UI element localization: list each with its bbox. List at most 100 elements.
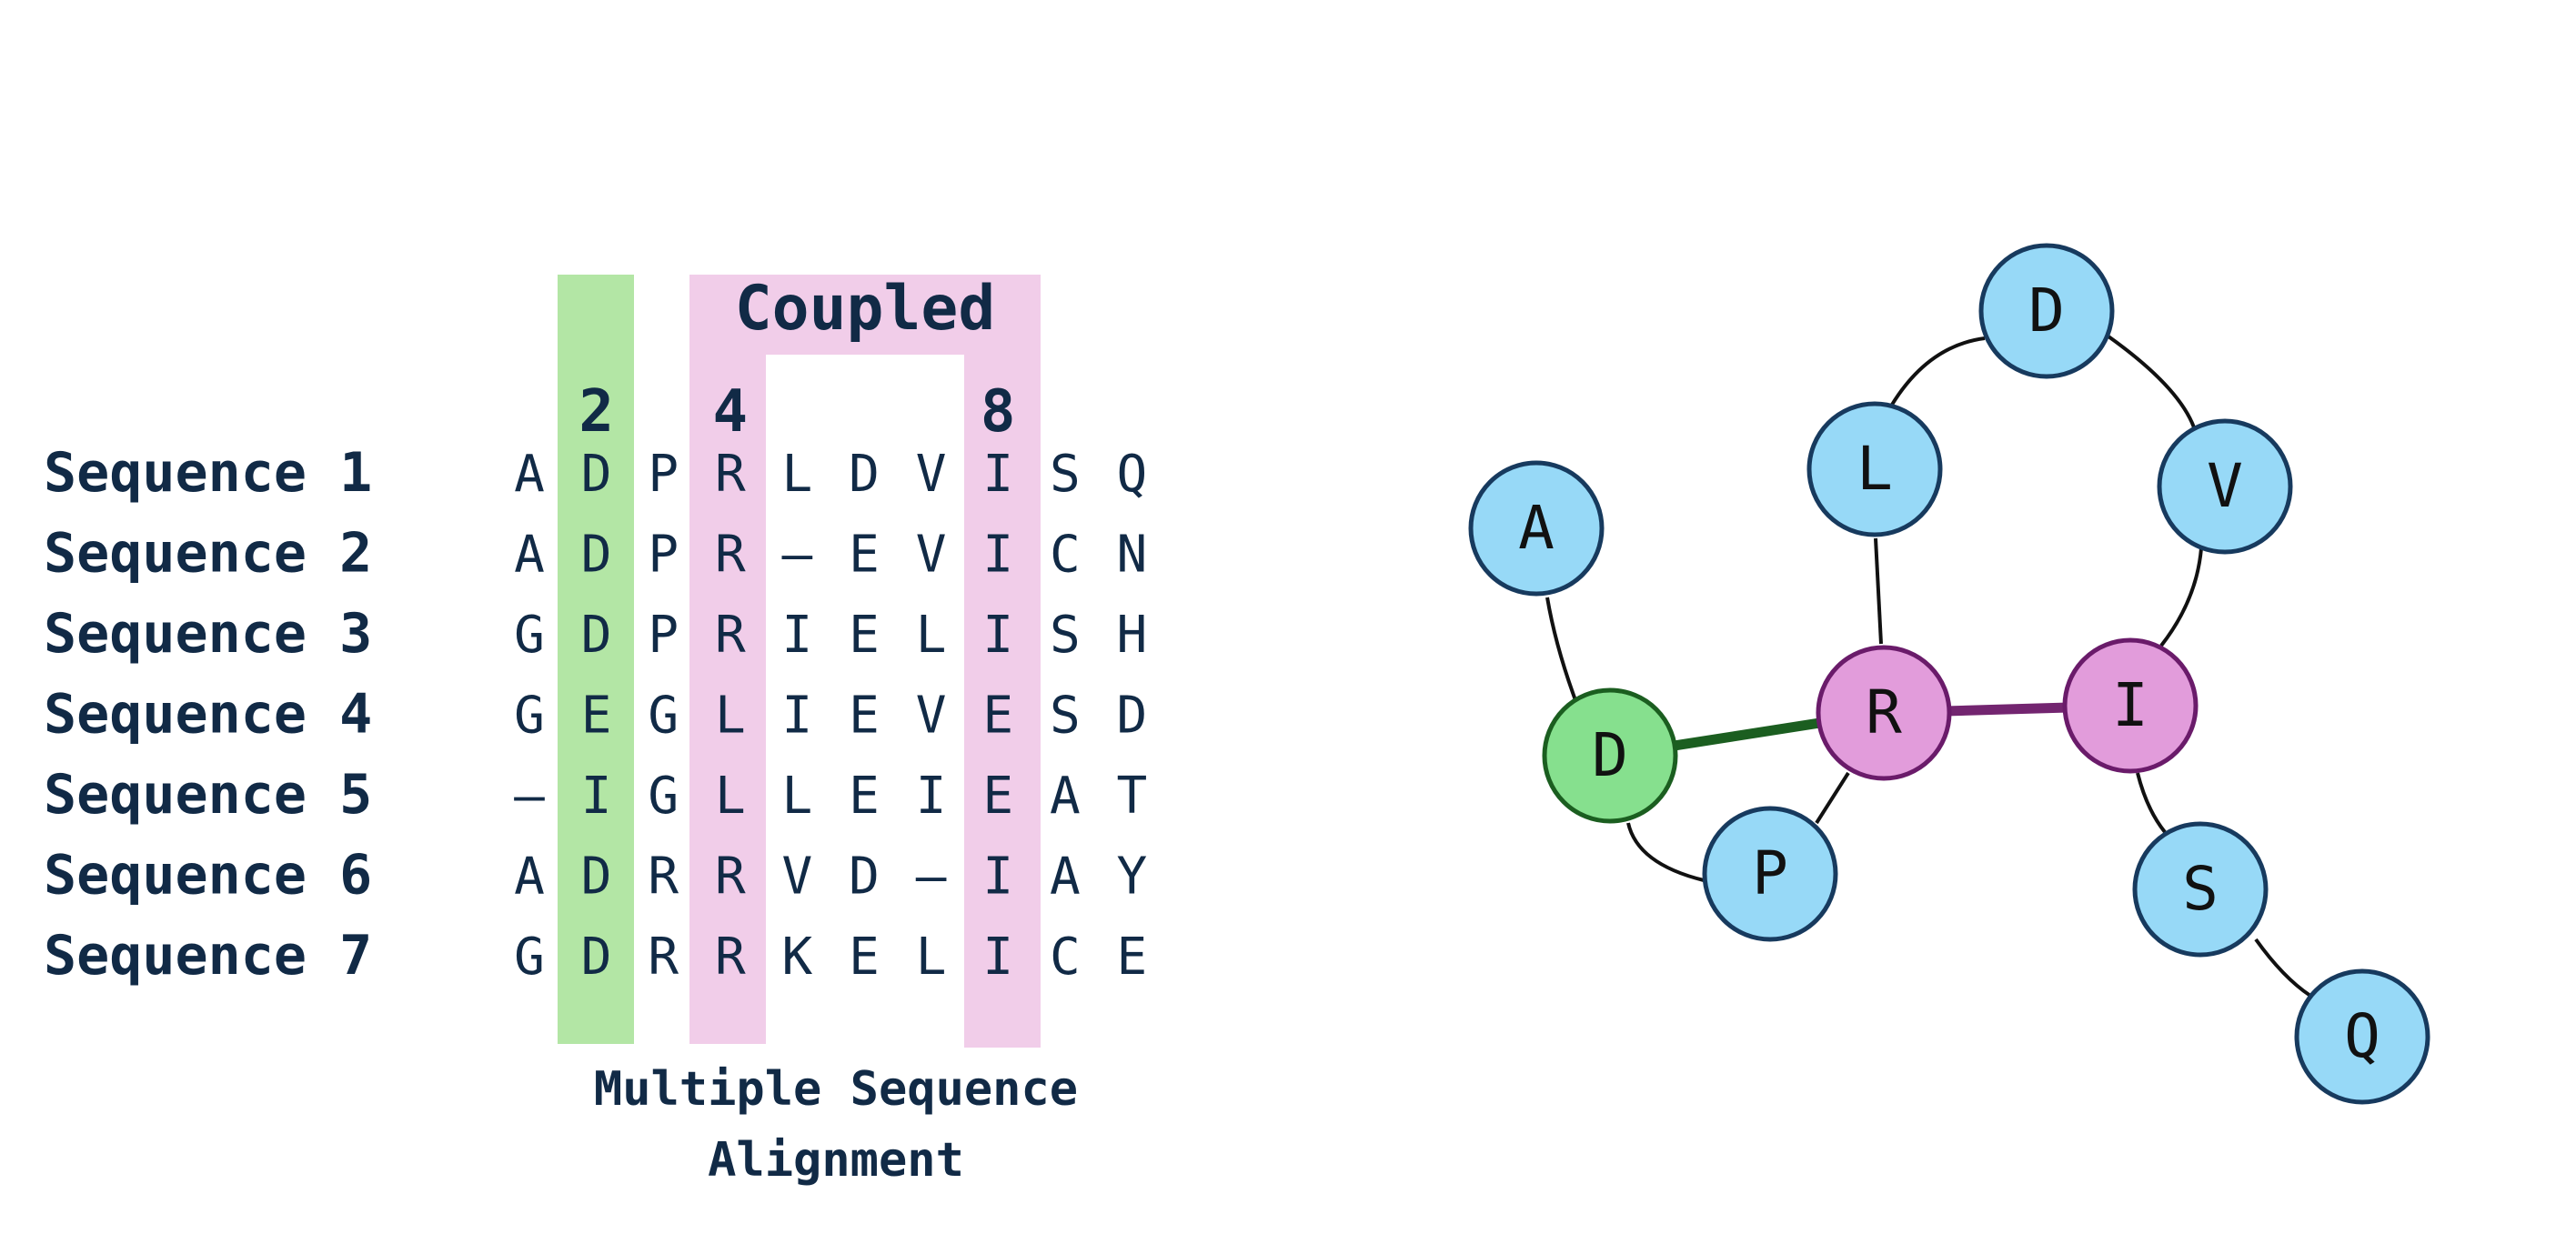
- residue-cell: D: [581, 848, 612, 907]
- residue-cell: G: [648, 767, 679, 826]
- residue-cell: E: [581, 687, 612, 746]
- residue-cell: –: [782, 526, 813, 585]
- residue-cell: G: [514, 687, 545, 746]
- residue-cell: P: [648, 526, 679, 585]
- residue-node-circle: [1978, 243, 2115, 379]
- sequence-label: Sequence 2: [44, 522, 372, 586]
- residue-cell: G: [514, 928, 545, 987]
- backbone-edge: [1626, 822, 1705, 882]
- residue-cell: A: [514, 526, 545, 585]
- residue-cell: I: [982, 848, 1013, 907]
- residue-node-r: R: [1816, 645, 1952, 781]
- residue-cell: E: [849, 767, 880, 826]
- sequence-label: Sequence 6: [44, 844, 372, 908]
- residue-node-d6: D: [1978, 243, 2115, 379]
- backbone-edge: [2159, 547, 2203, 647]
- residue-node-circle: [1806, 401, 1943, 537]
- backbone-edge: [1890, 336, 1986, 406]
- residue-cell: R: [715, 848, 746, 907]
- residue-node-label: Q: [2344, 1001, 2380, 1071]
- residue-cell: S: [1050, 445, 1081, 504]
- residue-cell: D: [581, 445, 612, 504]
- residue-cell: I: [782, 687, 813, 746]
- residue-cell: V: [916, 445, 947, 504]
- residue-cell: G: [514, 606, 545, 665]
- residue-node-circle: [1702, 806, 1838, 942]
- residue-node-p: P: [1702, 806, 1838, 942]
- residue-cell: S: [1050, 606, 1081, 665]
- residue-cell: L: [715, 687, 746, 746]
- residue-node-label: L: [1857, 434, 1893, 504]
- backbone-edge: [2107, 335, 2196, 428]
- residue-node-label: V: [2207, 451, 2243, 521]
- residue-node-d2: D: [1542, 687, 1678, 824]
- residue-cell: I: [581, 767, 612, 826]
- residue-cell: R: [715, 445, 746, 504]
- residue-node-l: L: [1806, 401, 1943, 537]
- residue-node-label: S: [2182, 854, 2219, 924]
- residue-cell: L: [916, 606, 947, 665]
- column-number-8: 8: [981, 378, 1016, 446]
- residue-cell: T: [1117, 767, 1148, 826]
- residue-cell: I: [782, 606, 813, 665]
- residue-cell: I: [982, 928, 1013, 987]
- residue-cell: E: [849, 606, 880, 665]
- residue-cell: V: [782, 848, 813, 907]
- residue-cell: D: [581, 606, 612, 665]
- backbone-edge: [1815, 771, 1850, 825]
- residue-node-circle: [2132, 821, 2269, 958]
- residue-cell: P: [648, 606, 679, 665]
- residue-cell: L: [916, 928, 947, 987]
- residue-cell: E: [1117, 928, 1148, 987]
- residue-cell: I: [982, 606, 1013, 665]
- residue-cell: Q: [1117, 445, 1148, 504]
- structure-panel: A D P R L D V I S Q: [1468, 243, 2430, 1105]
- residue-node-circle: [2062, 637, 2199, 774]
- residue-node-q: Q: [2294, 968, 2430, 1105]
- structure-nodes: A D P R L D V I S Q: [1468, 243, 2430, 1105]
- residue-cell: D: [1117, 687, 1148, 746]
- residue-cell: A: [1050, 848, 1081, 907]
- residue-node-label: I: [2112, 670, 2148, 740]
- residue-cell: E: [982, 767, 1013, 826]
- residue-node-label: R: [1866, 677, 1902, 747]
- residue-node-a: A: [1468, 460, 1605, 597]
- residue-node-label: P: [1752, 838, 1788, 908]
- backbone-edge: [1874, 537, 1883, 645]
- residue-node-v: V: [2157, 418, 2293, 555]
- residue-cell: C: [1050, 928, 1081, 987]
- backbone-edge: [2136, 772, 2167, 834]
- coupled-bracket-highlight: [689, 275, 1041, 1048]
- residue-cell: E: [849, 526, 880, 585]
- residue-cell: R: [648, 848, 679, 907]
- residue-cell: E: [849, 687, 880, 746]
- residue-cell: L: [782, 445, 813, 504]
- residue-node-circle: [2294, 968, 2430, 1105]
- residue-cell: L: [782, 767, 813, 826]
- residue-cell: I: [982, 445, 1013, 504]
- sequence-label: Sequence 5: [44, 763, 372, 827]
- residue-cell: A: [514, 848, 545, 907]
- residue-node-circle: [2157, 418, 2293, 555]
- residue-node-label: A: [1518, 493, 1555, 563]
- residue-cell: R: [648, 928, 679, 987]
- residue-cell: Y: [1117, 848, 1148, 907]
- sequence-label: Sequence 4: [44, 683, 372, 747]
- residue-cell: I: [916, 767, 947, 826]
- backbone-edge: [1545, 597, 1577, 701]
- residue-cell: P: [648, 445, 679, 504]
- residue-cell: R: [715, 606, 746, 665]
- residue-node-i: I: [2062, 637, 2199, 774]
- residue-cell: D: [849, 445, 880, 504]
- residue-node-circle: [1816, 645, 1952, 781]
- residue-cell: G: [648, 687, 679, 746]
- residue-cell: E: [982, 687, 1013, 746]
- residue-cell: A: [1050, 767, 1081, 826]
- column-number-2: 2: [579, 378, 614, 446]
- residue-cell: H: [1117, 606, 1148, 665]
- residue-cell: L: [715, 767, 746, 826]
